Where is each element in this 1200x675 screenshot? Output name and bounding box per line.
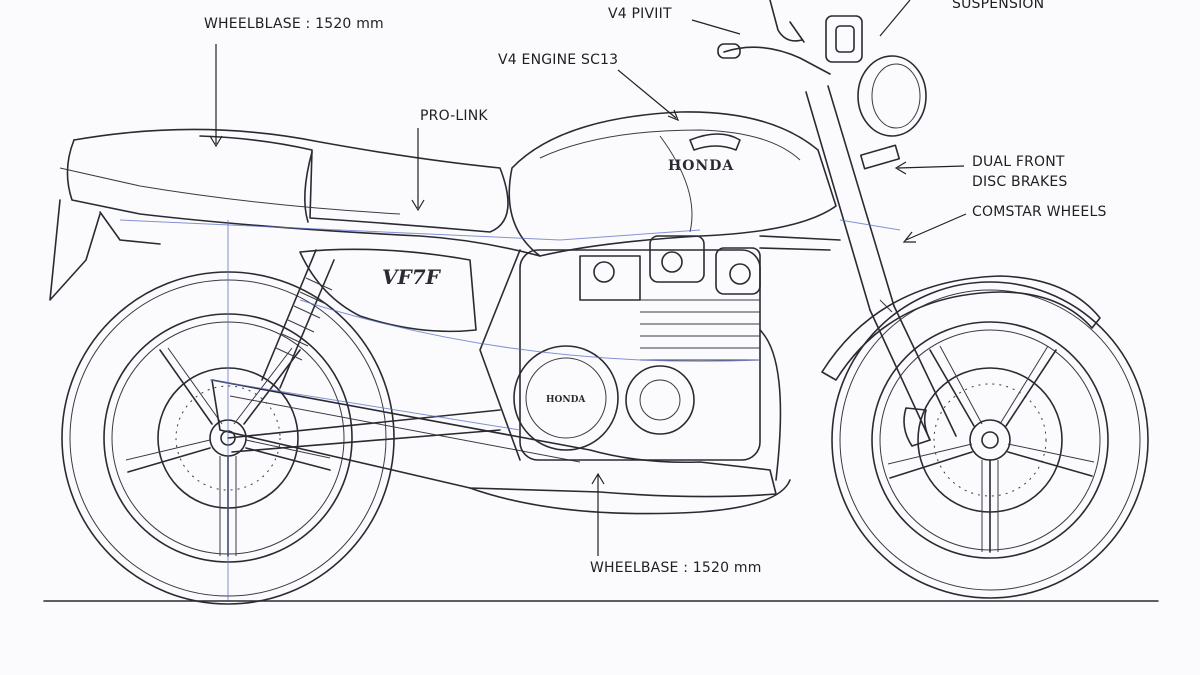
headlight-assembly bbox=[825, 15, 927, 137]
wheelbase-top-label: WHEELBLASE : 1520 mm bbox=[204, 16, 384, 32]
construction-guides bbox=[119, 219, 901, 600]
front-forks bbox=[805, 85, 957, 441]
svg-text:VF7F: VF7F bbox=[382, 265, 442, 289]
engine: HONDA bbox=[479, 235, 841, 481]
handlebars bbox=[717, 0, 831, 75]
svg-text:HONDA: HONDA bbox=[546, 395, 586, 405]
suspension-label: SUSPENSION bbox=[952, 0, 1045, 12]
seat-and-tail bbox=[49, 128, 541, 301]
v4-pivot-label: V4 PIVIIT bbox=[608, 6, 672, 22]
svg-text:HONDA: HONDA bbox=[668, 158, 734, 174]
side-cover: VF7F bbox=[299, 248, 477, 333]
pro-link-label: PRO-LINK bbox=[420, 108, 488, 124]
rear-shock bbox=[261, 249, 335, 389]
v4-engine-label: V4 ENGINE SC13 bbox=[498, 52, 619, 68]
swingarm-exhaust bbox=[211, 379, 791, 515]
dual-front-disc-label-2: DISC BRAKES bbox=[972, 174, 1068, 190]
front-wheel bbox=[831, 281, 1149, 599]
leader-lines bbox=[209, 0, 967, 556]
comstar-wheels-label: COMSTAR WHEELS bbox=[972, 204, 1107, 220]
wheelbase-bottom-label: WHEELBASE : 1520 mm bbox=[590, 560, 762, 576]
dual-front-disc-label-1: DUAL FRONT bbox=[972, 154, 1065, 170]
fuel-tank: HONDA bbox=[508, 111, 837, 257]
front-fender bbox=[821, 275, 1101, 381]
